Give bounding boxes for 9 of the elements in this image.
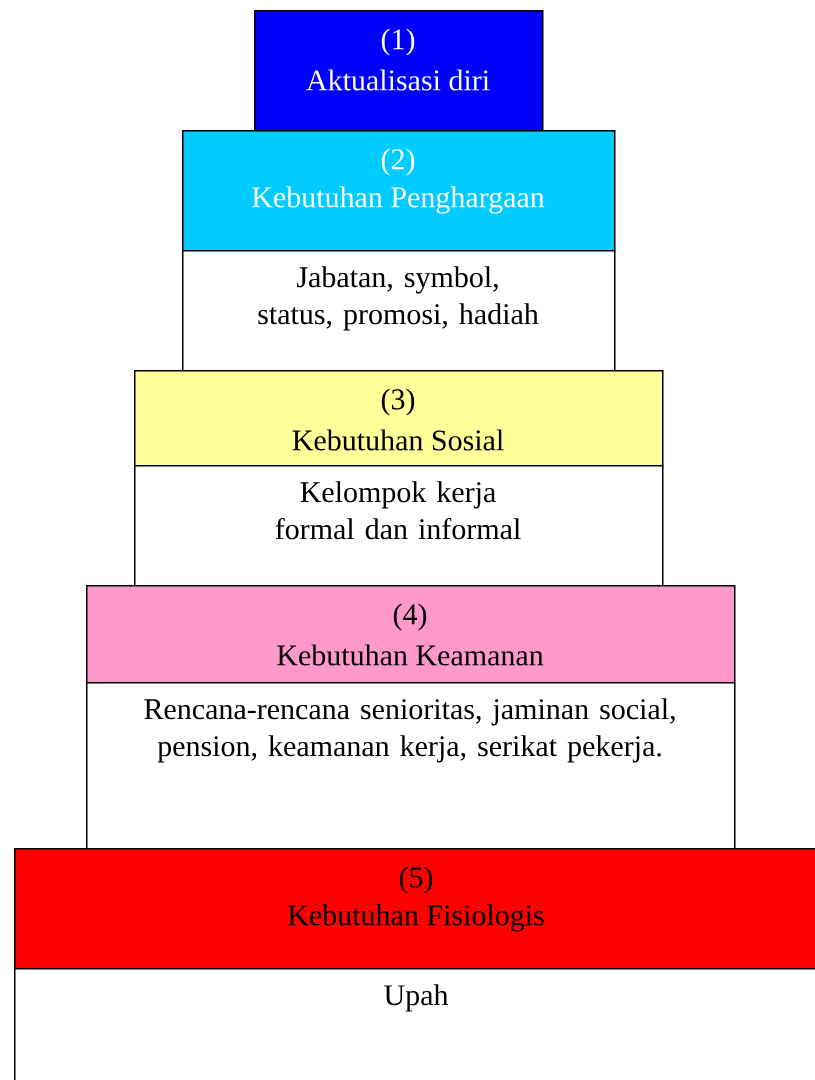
level-header-box: (2) Kebutuhan Penghargaan <box>182 130 616 252</box>
level-content-box: Jabatan, symbol, status, promosi, hadiah <box>182 250 616 372</box>
level-header-box: (1) Aktualisasi diri <box>254 10 544 132</box>
level-header-box: (3) Kebutuhan Sosial <box>134 370 664 467</box>
level-header-box: (5) Kebutuhan Fisiologis <box>14 848 815 970</box>
level-content-box: Upah <box>14 968 815 1080</box>
level-content-box: Kelompok kerja formal dan informal <box>134 465 664 587</box>
level-content-box: Rencana-rencana senioritas, jaminan social, pension, keamanan kerja, serikat pekerja. <box>86 682 736 850</box>
level-header-box: (4) Kebutuhan Keamanan <box>86 585 736 684</box>
